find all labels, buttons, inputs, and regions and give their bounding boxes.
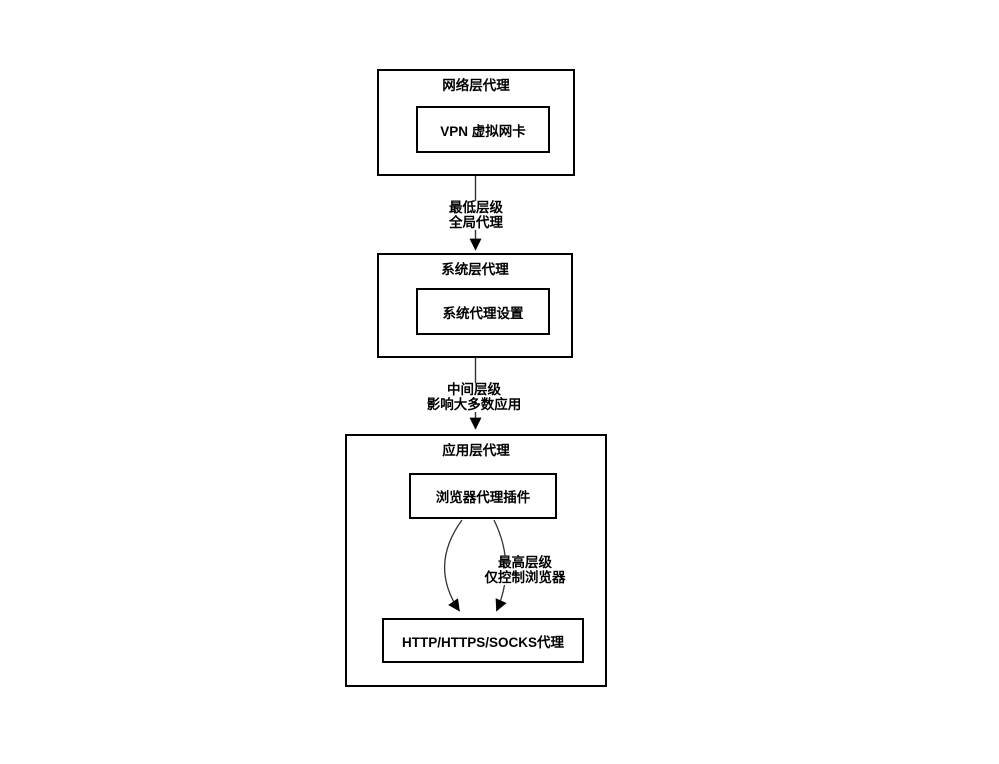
system-layer-title: 系统层代理 [441, 262, 509, 277]
edge-label-lowest-level: 最低层级 全局代理 [447, 200, 505, 230]
edge-label-middle-level-line2: 影响大多数应用 [426, 396, 522, 412]
edge-label-lowest-level-line2: 全局代理 [449, 214, 503, 230]
edge-label-middle-level: 中间层级 影响大多数应用 [424, 382, 524, 412]
edge-label-highest-level: 最高层级 仅控制浏览器 [482, 555, 568, 585]
arrow-plugin-to-proxy-left [443, 519, 463, 612]
edge-label-lowest-level-line1: 最低层级 [449, 200, 503, 215]
node-browser-proxy-plugin-label: 浏览器代理插件 [435, 490, 531, 505]
application-layer-box: 应用层代理 [345, 434, 607, 687]
edge-label-highest-level-line1: 最高层级 [498, 555, 552, 570]
application-layer-title: 应用层代理 [442, 443, 510, 458]
node-browser-proxy-plugin: 浏览器代理插件 [409, 473, 557, 519]
node-vpn-virtual-nic: VPN 虚拟网卡 [416, 106, 550, 153]
edge-label-middle-level-line1: 中间层级 [447, 382, 501, 397]
edge-label-highest-level-line2: 仅控制浏览器 [484, 569, 566, 585]
node-http-https-socks-proxy-label: HTTP/HTTPS/SOCKS代理 [401, 634, 564, 650]
node-http-https-socks-proxy: HTTP/HTTPS/SOCKS代理 [382, 618, 584, 663]
network-layer-box: 网络层代理 [377, 69, 575, 176]
node-system-proxy-settings-label: 系统代理设置 [442, 305, 524, 321]
system-layer-box: 系统层代理 [377, 253, 573, 358]
node-vpn-virtual-nic-label: VPN 虚拟网卡 [440, 123, 526, 139]
network-layer-title: 网络层代理 [442, 78, 510, 93]
node-system-proxy-settings: 系统代理设置 [416, 288, 550, 335]
